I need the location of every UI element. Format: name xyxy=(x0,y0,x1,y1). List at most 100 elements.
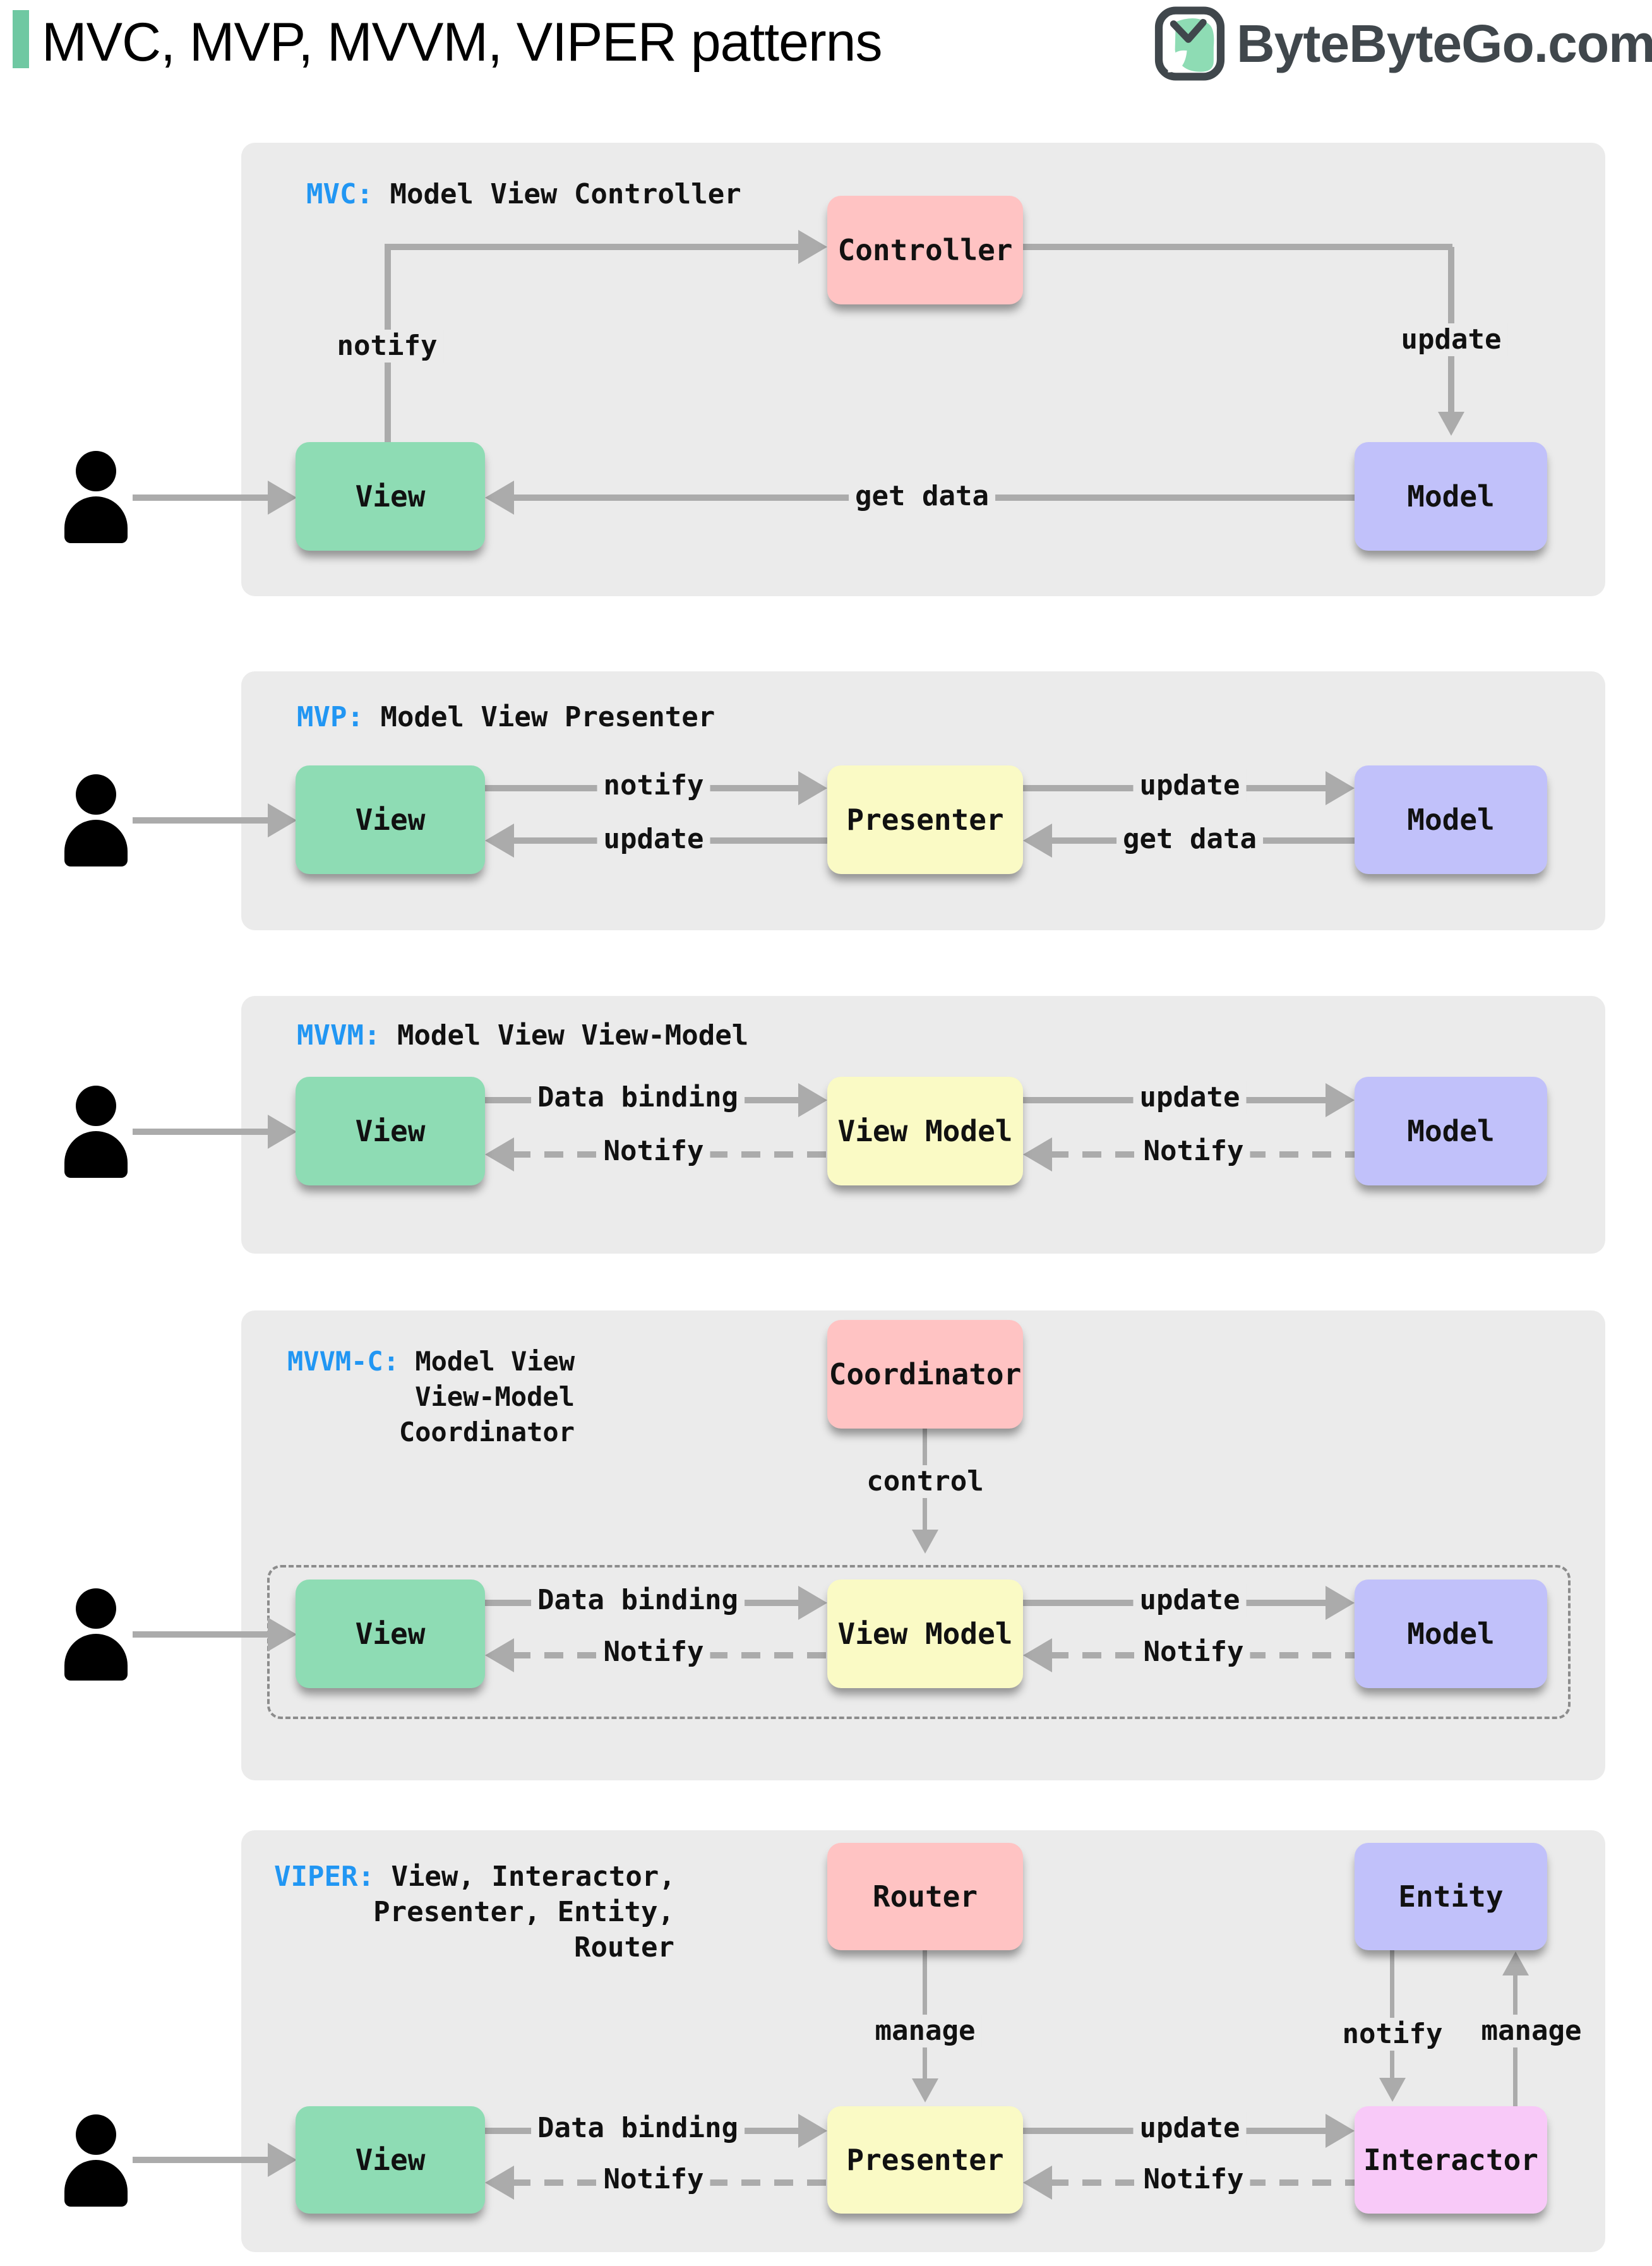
mvc-controller-box: Controller xyxy=(827,196,1023,304)
mvc-user-arrow-line xyxy=(133,495,268,501)
mvc-user-icon xyxy=(64,451,128,543)
mvc-update-line-horizontal xyxy=(1023,244,1452,250)
mvc-view-box: View xyxy=(296,442,485,551)
viper-user-arrowhead xyxy=(268,2143,297,2177)
mvp-getdata-arrowhead xyxy=(1023,824,1052,858)
title-accent-bar xyxy=(13,10,29,68)
viper-section-title: VIPER: View, Interactor, Presenter, Enti… xyxy=(274,1859,676,1965)
user-icon-head xyxy=(76,1086,116,1126)
mvvm-databinding-arrowhead xyxy=(798,1083,827,1117)
mvvmc-databinding-arrowhead xyxy=(798,1586,827,1620)
mvvmc-notify-view-arrowhead xyxy=(485,1638,514,1672)
mvvmc-update-label: update xyxy=(1133,1584,1247,1617)
user-icon-body xyxy=(64,1634,128,1681)
mvc-section-title: MVC: Model View Controller xyxy=(306,177,741,212)
viper-user-icon xyxy=(64,2114,128,2207)
viper-user-arrow-line xyxy=(133,2157,268,2163)
mvp-update-view-arrowhead xyxy=(485,824,514,858)
bytebytego-logo-icon xyxy=(1154,6,1225,81)
mvvmc-databinding-label: Data binding xyxy=(531,1584,745,1617)
mvp-update-model-label: update xyxy=(1133,769,1247,802)
mvp-user-arrow-line xyxy=(133,817,268,824)
viper-title-line1: VIPER: View, Interactor, xyxy=(274,1859,676,1895)
mvvmc-notify-view-label: Notify xyxy=(597,1636,710,1669)
viper-notify-entity-arrowhead xyxy=(1379,2078,1406,2102)
user-icon-head xyxy=(76,774,116,815)
mvvmc-abbr: MVVM-C: xyxy=(287,1346,400,1377)
mvvmc-update-arrowhead xyxy=(1326,1586,1355,1620)
mvvm-notify-view-label: Notify xyxy=(597,1135,710,1168)
mvc-notify-arrowhead xyxy=(798,230,827,264)
mvvm-databinding-label: Data binding xyxy=(531,1081,745,1114)
viper-presenter-box: Presenter xyxy=(827,2106,1023,2214)
mvp-getdata-label: get data xyxy=(1116,823,1263,856)
viper-router-box: Router xyxy=(827,1843,1023,1950)
viper-update-label: update xyxy=(1133,2112,1247,2145)
mvvm-model-box: Model xyxy=(1355,1077,1547,1185)
viper-manage-router-arrowhead xyxy=(912,2078,938,2102)
mvvmc-notify-vm-arrowhead xyxy=(1023,1638,1052,1672)
user-icon-head xyxy=(76,451,116,491)
mvc-getdata-label: get data xyxy=(849,480,995,513)
mvvmc-title-line3: Coordinator xyxy=(398,1417,575,1448)
user-icon-body xyxy=(64,820,128,866)
viper-notify-entity-line xyxy=(1390,1950,1394,2079)
mvc-abbr: MVC: xyxy=(306,178,373,210)
mvp-title-text: Model View Presenter xyxy=(380,701,715,733)
mvp-notify-label: notify xyxy=(597,769,710,802)
viper-databinding-arrowhead xyxy=(798,2114,827,2148)
mvvmc-model-box: Model xyxy=(1355,1580,1547,1688)
mvvmc-control-label: control xyxy=(860,1465,990,1498)
mvc-user-arrowhead xyxy=(268,481,297,515)
viper-interactor-box: Interactor xyxy=(1355,2106,1547,2214)
viper-notify-presenter-label: Notify xyxy=(1137,2163,1250,2196)
bytebytego-logo: ByteByteGo.com xyxy=(1154,6,1652,81)
mvp-abbr: MVP: xyxy=(297,701,364,733)
mvp-section-title: MVP: Model View Presenter xyxy=(297,700,715,735)
viper-update-arrowhead xyxy=(1326,2114,1355,2148)
user-icon-head xyxy=(76,1588,116,1629)
mvvmc-viewmodel-box: View Model xyxy=(827,1580,1023,1688)
viper-manage-entity-label: manage xyxy=(1475,2015,1588,2047)
mvp-model-box: Model xyxy=(1355,765,1547,874)
viper-databinding-label: Data binding xyxy=(531,2112,745,2145)
mvvmc-control-arrowhead xyxy=(912,1530,938,1554)
viper-title-line3: Router xyxy=(574,1931,674,1963)
mvc-title-text: Model View Controller xyxy=(390,178,741,210)
mvc-getdata-arrowhead xyxy=(485,481,514,515)
mvvmc-user-arrow-line xyxy=(133,1631,268,1638)
mvvm-update-label: update xyxy=(1133,1081,1247,1114)
mvp-presenter-box: Presenter xyxy=(827,765,1023,874)
mvp-user-arrowhead xyxy=(268,803,297,837)
viper-title-text1: View, Interactor, xyxy=(391,1861,676,1893)
mvvmc-notify-vm-label: Notify xyxy=(1137,1636,1250,1669)
viper-notify-entity-label: notify xyxy=(1336,2018,1449,2051)
mvvm-view-box: View xyxy=(296,1077,485,1185)
mvc-notify-line-horizontal xyxy=(385,244,798,250)
mvvmc-section-title: MVVM-C: Model View View-Model Coordinato… xyxy=(287,1344,575,1450)
mvvmc-user-icon xyxy=(64,1588,128,1681)
mvvmc-user-arrowhead xyxy=(268,1617,297,1652)
viper-view-box: View xyxy=(296,2106,485,2214)
mvvm-notify-view-arrowhead xyxy=(485,1137,514,1172)
user-icon-head xyxy=(76,2114,116,2155)
mvvm-abbr: MVVM: xyxy=(297,1019,381,1052)
mvvm-notify-vm-arrowhead xyxy=(1023,1137,1052,1172)
user-icon-body xyxy=(64,1131,128,1178)
mvvmc-title-line2: View-Model xyxy=(415,1381,575,1412)
mvc-model-box: Model xyxy=(1355,442,1547,551)
logo-text: ByteByteGo.com xyxy=(1236,13,1652,73)
user-icon-body xyxy=(64,2160,128,2207)
mvvmc-title-line1: MVVM-C: Model View xyxy=(287,1344,575,1379)
mvc-update-arrowhead xyxy=(1438,412,1464,436)
mvvm-title-text: Model View View-Model xyxy=(397,1019,749,1052)
viper-notify-view-label: Notify xyxy=(597,2163,710,2196)
mvc-notify-label: notify xyxy=(330,330,444,363)
viper-abbr: VIPER: xyxy=(274,1861,374,1893)
mvvm-user-icon xyxy=(64,1086,128,1178)
mvp-notify-arrowhead xyxy=(798,771,827,805)
mvc-update-label: update xyxy=(1394,323,1508,356)
viper-notify-presenter-arrowhead xyxy=(1023,2166,1052,2200)
viper-manage-entity-arrowhead xyxy=(1502,1951,1529,1975)
mvp-update-view-label: update xyxy=(597,823,710,856)
